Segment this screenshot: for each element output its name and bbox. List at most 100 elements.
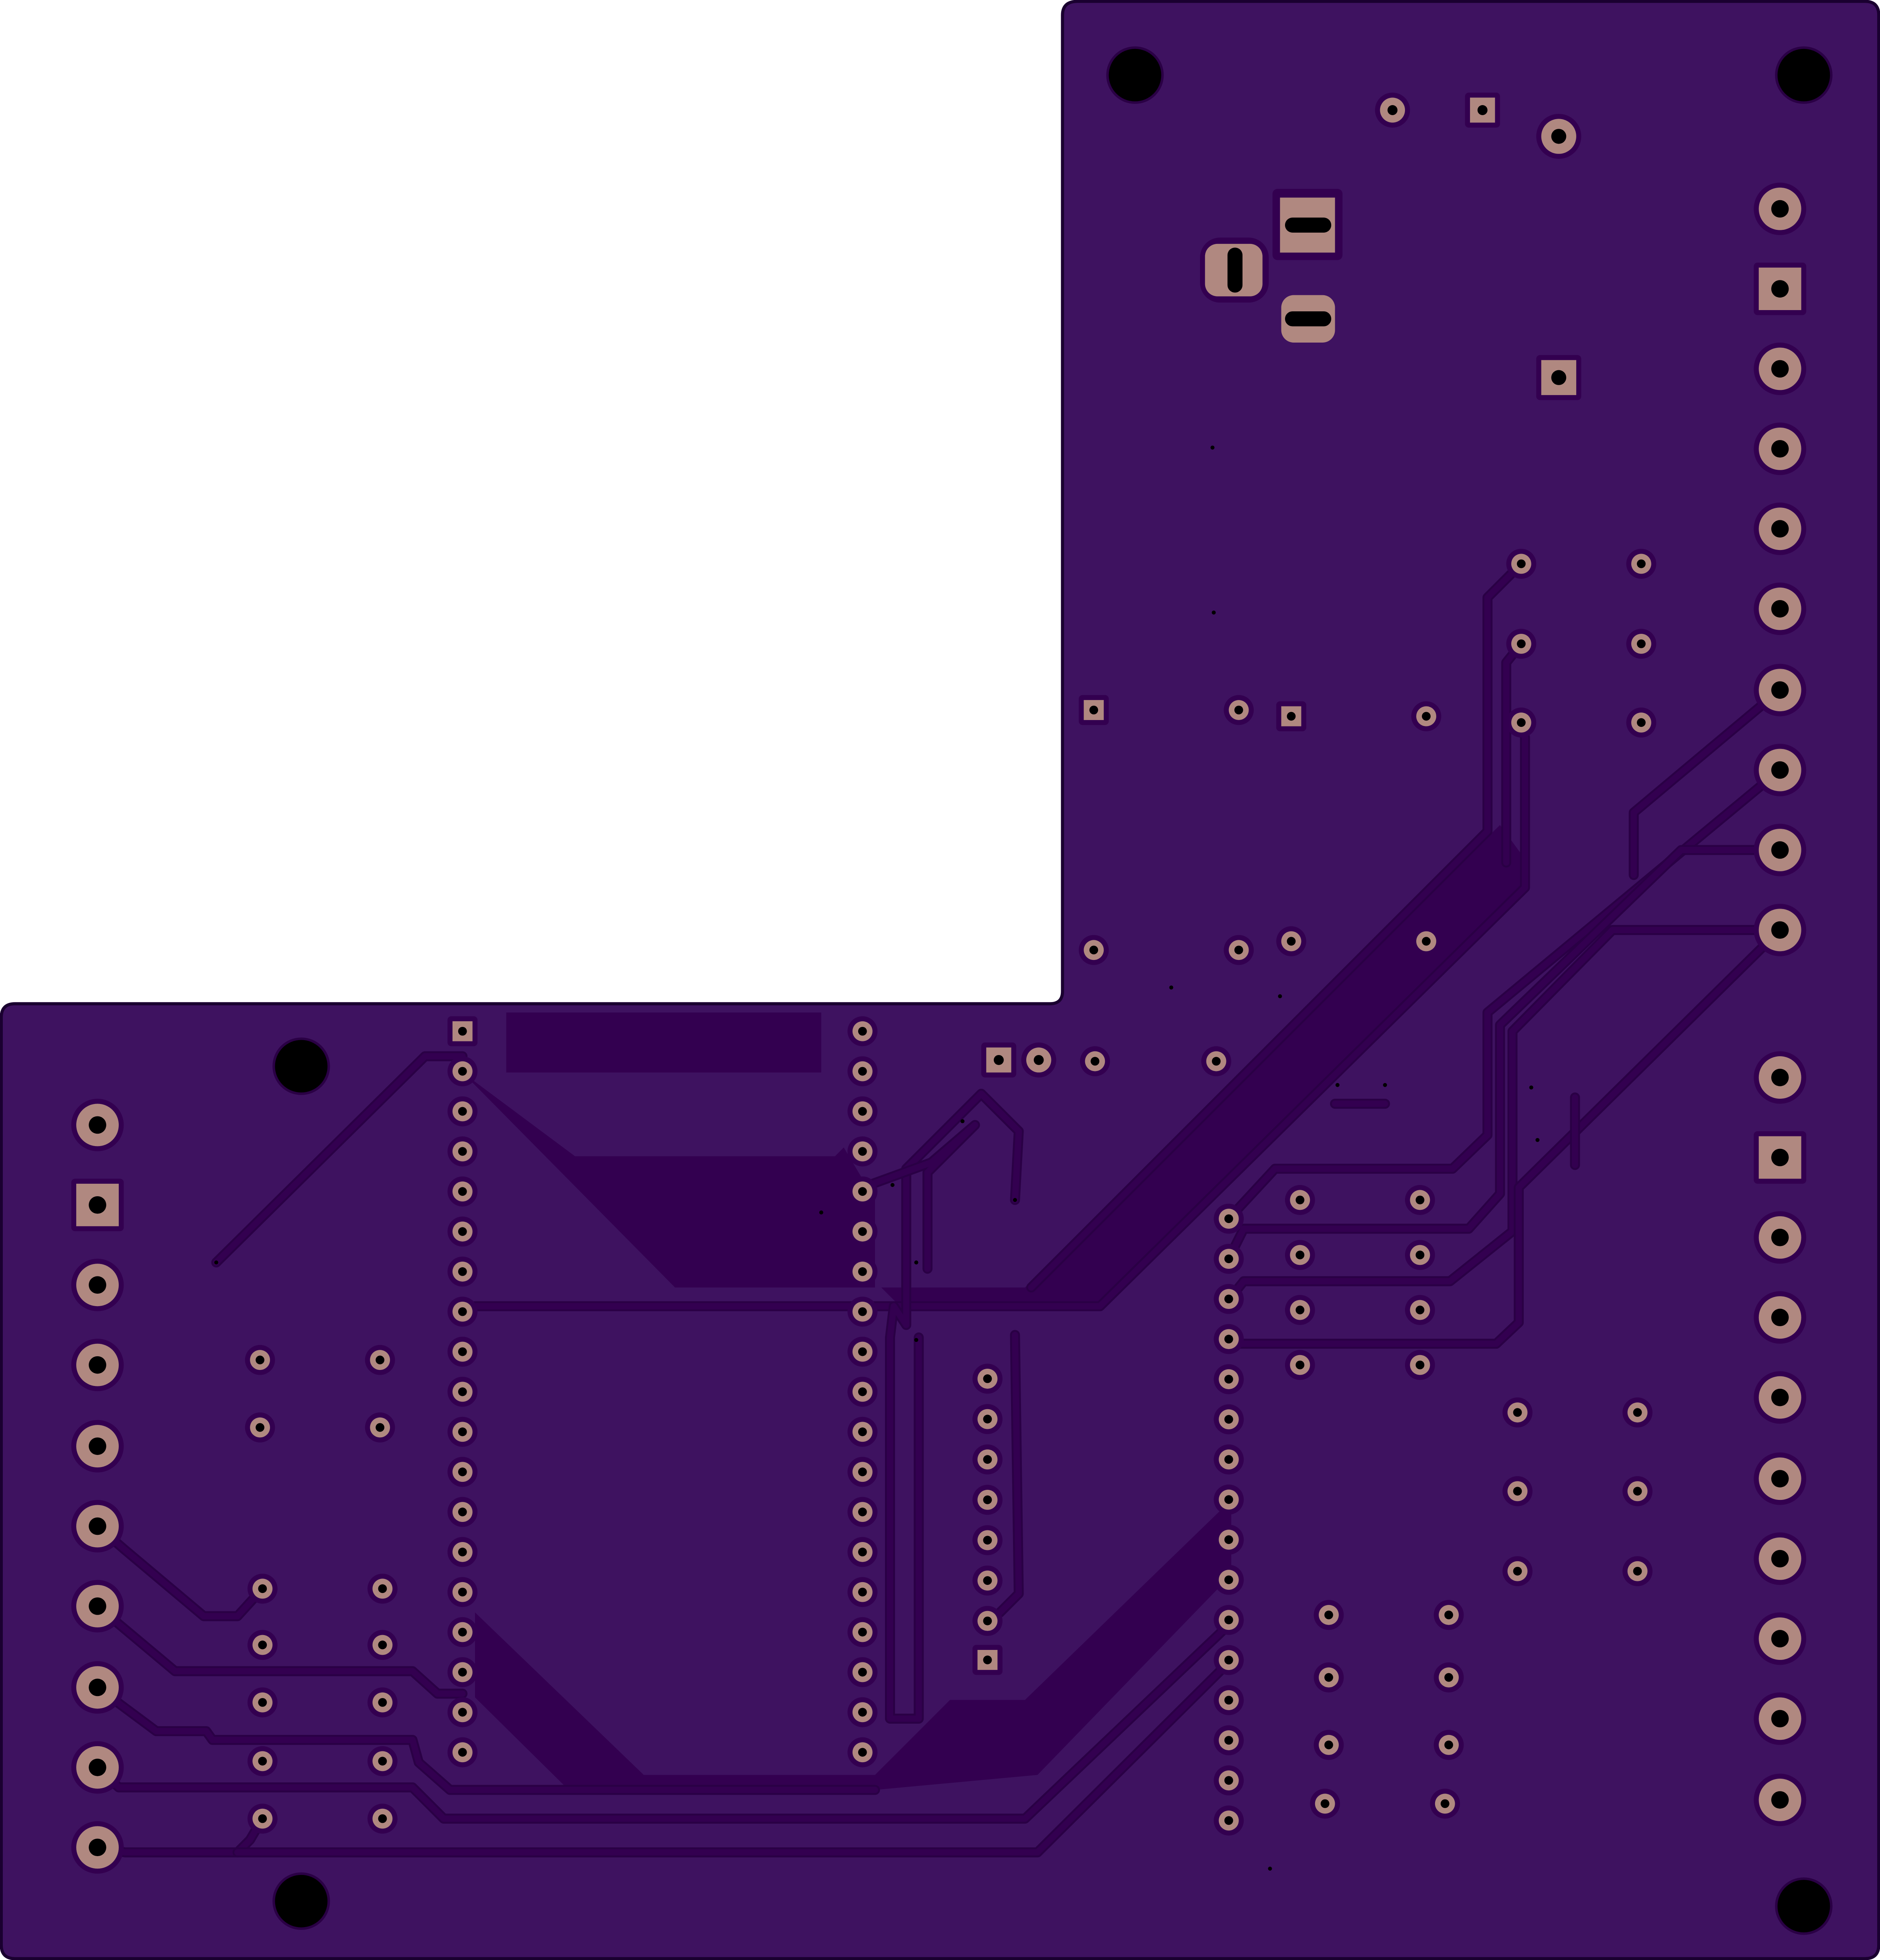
drill-hole — [858, 1467, 867, 1477]
drill-hole — [1771, 1550, 1789, 1568]
drill-hole — [858, 1708, 867, 1717]
drill-hole — [1517, 639, 1526, 648]
drill-hole — [1089, 946, 1098, 955]
drill-hole — [89, 1196, 106, 1214]
drill-hole — [258, 1584, 267, 1593]
drill-hole — [983, 1455, 992, 1464]
drill-hole — [983, 1576, 992, 1585]
drill-hole — [1771, 280, 1789, 298]
via — [1278, 994, 1282, 998]
drill-hole — [1295, 1195, 1305, 1205]
drill-hole — [1771, 681, 1789, 699]
mounting-hole — [275, 1875, 328, 1928]
drill-hole — [458, 1387, 467, 1396]
drill-hole — [1440, 1799, 1450, 1808]
drill-hole — [1771, 200, 1789, 218]
drill-hole — [1771, 600, 1789, 618]
drill-hole — [1517, 559, 1526, 568]
drill-hole — [858, 1107, 867, 1116]
drill-hole — [1771, 1470, 1789, 1487]
drill-hole — [458, 1147, 467, 1156]
drill-hole — [1295, 1360, 1305, 1370]
slot-hole — [1285, 217, 1332, 233]
via — [1535, 1138, 1540, 1142]
drill-hole — [1224, 1615, 1233, 1625]
drill-hole — [458, 1347, 467, 1356]
drill-hole — [858, 1627, 867, 1637]
drill-hole — [1415, 1195, 1425, 1205]
drill-hole — [1771, 841, 1789, 859]
drill-hole — [1771, 1388, 1789, 1406]
drill-hole — [1633, 1487, 1642, 1496]
copper-pour — [881, 825, 1528, 1307]
trace — [1028, 560, 1525, 1291]
drill-hole — [89, 1356, 106, 1374]
drill-hole — [1771, 1791, 1789, 1809]
via — [819, 1210, 823, 1215]
drill-hole — [983, 1616, 992, 1625]
drill-hole — [258, 1814, 267, 1823]
drill-hole — [1224, 1736, 1233, 1745]
drill-hole — [458, 1427, 467, 1437]
drill-hole — [89, 1116, 106, 1134]
drill-hole — [1444, 1610, 1453, 1619]
drill-hole — [1771, 1069, 1789, 1086]
drill-hole — [1771, 1309, 1789, 1327]
drill-hole — [1415, 1250, 1425, 1260]
via — [914, 1260, 918, 1265]
mounting-hole — [275, 1040, 328, 1093]
drill-hole — [858, 1267, 867, 1276]
drill-hole — [1422, 712, 1431, 721]
drill-hole — [256, 1355, 264, 1365]
drill-hole — [89, 1597, 106, 1615]
drill-hole — [378, 1640, 387, 1650]
via — [214, 1260, 218, 1265]
drill-hole — [1771, 360, 1789, 378]
drill-hole — [1513, 1487, 1522, 1496]
drill-hole — [1090, 1057, 1100, 1066]
drill-hole — [1415, 1305, 1425, 1315]
drill-hole — [458, 1307, 467, 1316]
via — [1268, 1867, 1272, 1871]
drill-hole — [858, 1587, 867, 1597]
drill-hole — [458, 1627, 467, 1637]
drill-hole — [458, 1467, 467, 1477]
drill-hole — [378, 1698, 387, 1707]
drill-hole — [1224, 1495, 1233, 1504]
drill-hole — [1234, 946, 1243, 955]
drill-hole — [1771, 1630, 1789, 1648]
trace — [1225, 847, 1783, 1262]
drill-hole — [858, 1547, 867, 1556]
drill-hole — [983, 1414, 992, 1424]
pads — [71, 92, 1807, 1874]
drill-hole — [858, 1508, 867, 1516]
drill-hole — [1320, 1799, 1330, 1808]
drill-hole — [89, 1517, 106, 1535]
drill-hole — [458, 1587, 467, 1597]
slot-hole — [1227, 248, 1243, 293]
drill-hole — [458, 1107, 467, 1116]
drill-hole — [1513, 1408, 1522, 1417]
drill-hole — [858, 1668, 867, 1677]
drill-hole — [1636, 559, 1646, 568]
drill-hole — [1224, 1335, 1233, 1344]
via — [914, 1338, 918, 1342]
via — [1210, 445, 1215, 450]
drill-hole — [1224, 1816, 1233, 1825]
trace — [887, 1090, 1022, 1722]
trace — [1225, 927, 1783, 1347]
drill-hole — [89, 1437, 106, 1455]
drill-hole — [1636, 639, 1646, 648]
drill-hole — [1224, 1776, 1233, 1785]
copper-pour — [462, 1072, 875, 1288]
via — [1169, 985, 1173, 990]
drill-hole — [1234, 706, 1243, 714]
drill-hole — [89, 1678, 106, 1696]
drill-hole — [458, 1187, 467, 1196]
trace — [234, 1659, 1232, 1856]
drill-hole — [1633, 1408, 1642, 1417]
via — [1335, 1083, 1340, 1087]
trace — [94, 1684, 878, 1793]
